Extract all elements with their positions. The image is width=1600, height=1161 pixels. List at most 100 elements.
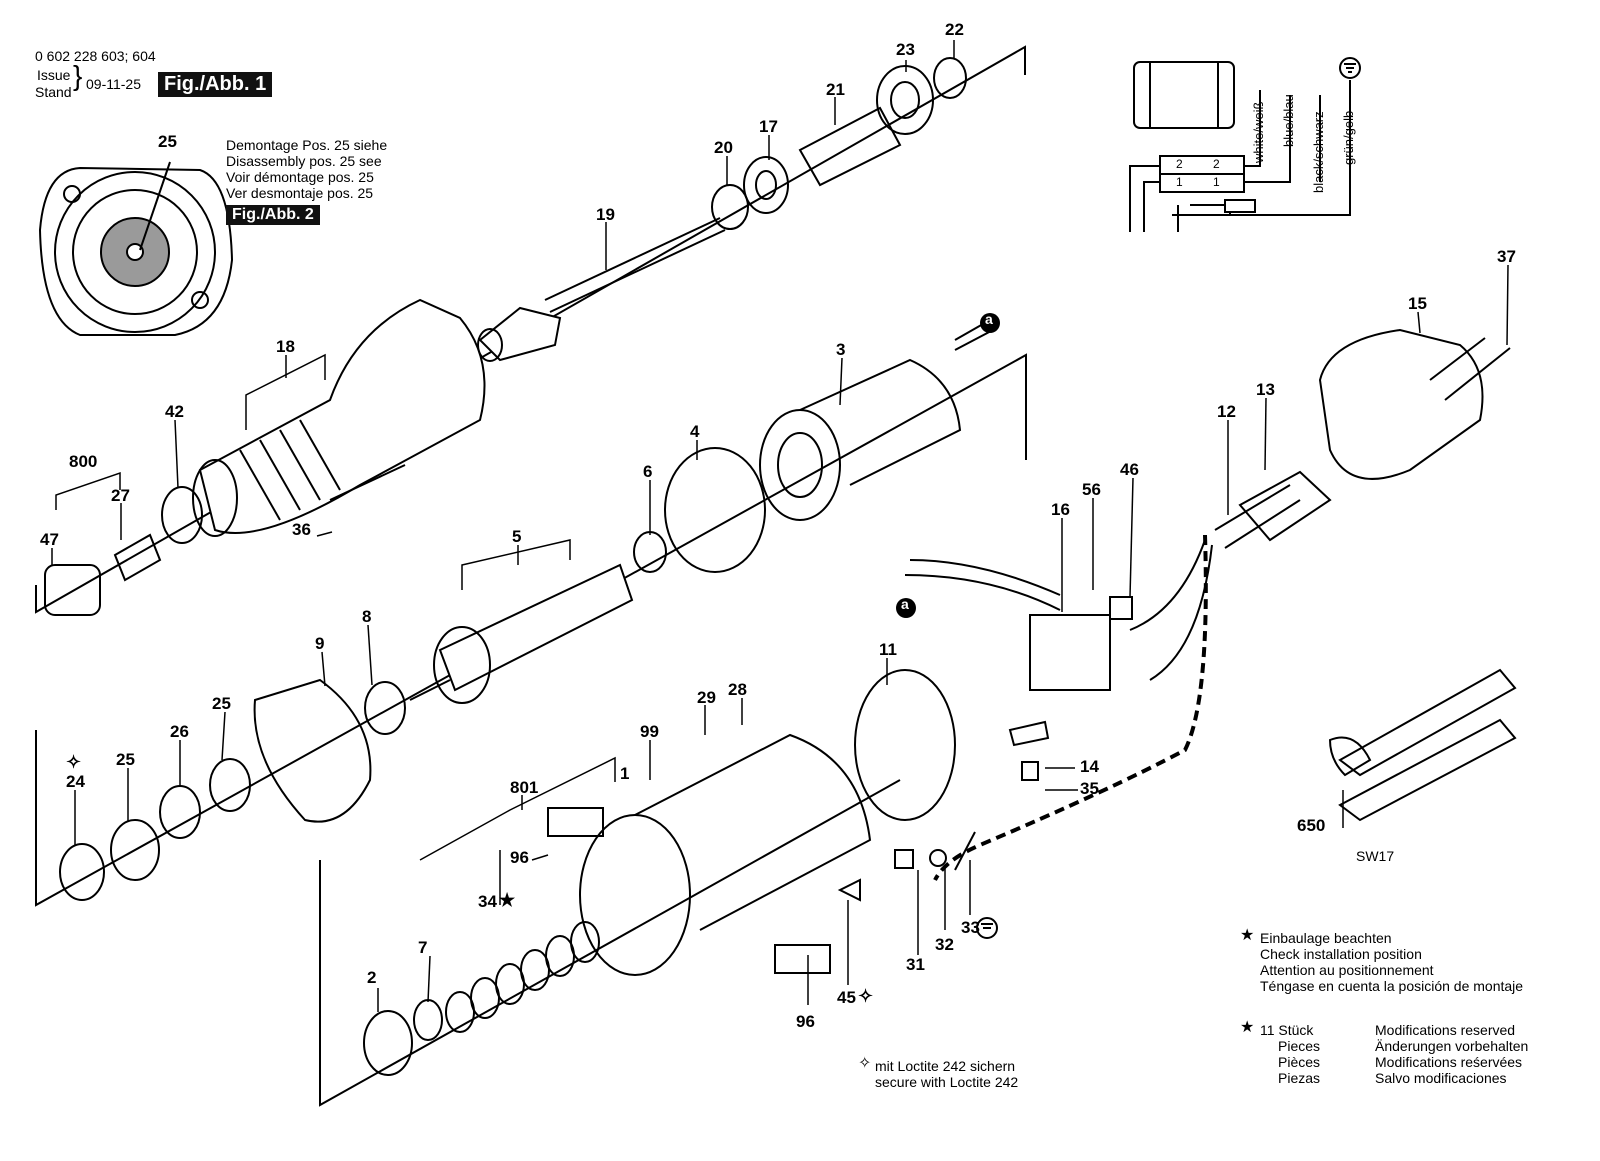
wire-label-blue: blue/blau	[1281, 94, 1296, 147]
part-5-armature	[409, 563, 634, 704]
part-650-wrench	[1328, 668, 1517, 822]
label-42: 42	[165, 402, 184, 421]
part-45-screw	[837, 878, 861, 902]
label-96-lower: 96	[796, 1012, 815, 1031]
label-47: 47	[40, 530, 59, 549]
legend-count-es: Piezas	[1278, 1070, 1321, 1086]
part-8-bearing	[364, 681, 406, 735]
wire-marker-a1-letter: a	[985, 311, 993, 327]
legend-mod-fr: Modifications reśervées	[1375, 1054, 1523, 1070]
part-25-disc	[209, 758, 251, 812]
brace: }	[73, 60, 83, 91]
part-15-handle	[1318, 328, 1484, 480]
part-12-cable	[1214, 484, 1301, 549]
part-26-disc	[159, 785, 201, 839]
wire-label-white: white/weiß	[1251, 101, 1266, 163]
figure-2-badge: Fig./Abb. 2	[226, 205, 320, 225]
part-18-housing	[192, 298, 486, 537]
label-22: 22	[945, 20, 964, 39]
label-56: 56	[1082, 480, 1101, 499]
label-46: 46	[1120, 460, 1139, 479]
terminal-2-left: 2	[1176, 157, 1183, 171]
leader-lines	[51, 40, 1509, 1012]
terminal-1-left: 1	[1176, 175, 1183, 189]
label-23: 23	[896, 40, 915, 59]
part-20-washer	[711, 184, 749, 230]
part-25-wheel	[110, 819, 160, 881]
part-42-ring	[161, 486, 203, 544]
loctite-marker-45: ✧	[858, 986, 874, 1006]
issue-label: Issue	[37, 67, 71, 83]
part-6-bearing	[633, 531, 667, 573]
disassembly-note-en: Disassembly pos. 25 see	[226, 153, 382, 169]
label-35: 35	[1080, 779, 1099, 798]
wire-label-green-yellow: grün/gelb	[1341, 110, 1356, 165]
part-16-switch	[1029, 614, 1111, 691]
label-800: 800	[69, 452, 98, 471]
label-8: 8	[362, 607, 372, 626]
disassembly-note-fr: Voir démontage pos. 25	[226, 169, 374, 185]
part-numbers: 0 602 228 603; 604	[35, 48, 156, 64]
wire-label-black: black/schwarz	[1311, 111, 1326, 193]
terminal-2-right: 2	[1213, 157, 1220, 171]
label-9: 9	[315, 634, 325, 653]
star-symbol: ★	[1240, 927, 1255, 944]
legend-mod-en: Modifications reserved	[1375, 1022, 1516, 1038]
terminal-1-right: 1	[1213, 175, 1220, 189]
label-sw17: SW17	[1356, 848, 1395, 864]
label-29: 29	[697, 688, 716, 707]
label-45: 45	[837, 988, 856, 1007]
label-96-upper: 96	[510, 848, 529, 867]
label-1: 1	[620, 764, 630, 783]
part-21-sleeve	[798, 106, 902, 187]
part-36-screw	[329, 464, 406, 501]
label-21: 21	[826, 80, 845, 99]
star-marker-34: ★	[499, 890, 516, 910]
part-22-ring	[933, 57, 967, 99]
label-31: 31	[906, 955, 925, 974]
wire-marker-a2	[896, 598, 916, 618]
legend-count-fr: Pièces	[1278, 1054, 1321, 1070]
part-32-washer	[929, 849, 947, 867]
part-2-ring	[363, 1010, 413, 1076]
part-7-ring	[413, 999, 443, 1041]
label-6: 6	[643, 462, 653, 481]
legend-count-de: 11 Stück	[1260, 1022, 1314, 1038]
label-13: 13	[1256, 380, 1275, 399]
part-27-collet	[113, 533, 162, 582]
label-32: 32	[935, 935, 954, 954]
label-20: 20	[714, 138, 733, 157]
part-17-bearing	[743, 156, 789, 214]
part-24-pulley	[59, 843, 105, 901]
label-3: 3	[836, 340, 846, 359]
label-16: 16	[1051, 500, 1070, 519]
label-12: 12	[1217, 402, 1236, 421]
frame-lower	[319, 779, 901, 1107]
part-9-flange	[253, 678, 372, 823]
part-34-rings	[445, 921, 600, 1033]
label-26: 26	[170, 722, 189, 741]
issue-date: 09-11-25	[86, 76, 142, 92]
wiring-diagram	[1129, 57, 1361, 232]
part-4-sleeve	[664, 447, 766, 573]
label-19: 19	[596, 205, 615, 224]
label-25-low: 25	[116, 750, 135, 769]
legend-mod-de: Änderungen vorbehalten	[1375, 1038, 1529, 1054]
legend-loctite-en: secure with Loctite 242	[875, 1074, 1019, 1090]
loctite-marker-24: ✧	[66, 752, 82, 772]
label-4: 4	[690, 422, 700, 441]
label-27: 27	[111, 486, 130, 505]
label-36: 36	[292, 520, 311, 539]
wire-marker-a1	[980, 313, 1000, 333]
part-47-nut	[44, 564, 101, 616]
label-7: 7	[418, 938, 428, 957]
label-33: 33	[961, 918, 980, 937]
disassembly-note-de: Demontage Pos. 25 siehe	[226, 137, 388, 153]
label-28: 28	[728, 680, 747, 699]
part-33-screw	[954, 831, 976, 871]
part-37-screw	[1444, 347, 1511, 401]
legend-count-en: Pieces	[1278, 1038, 1321, 1054]
part-19-shaft	[477, 217, 726, 362]
label-11: 11	[879, 640, 897, 659]
